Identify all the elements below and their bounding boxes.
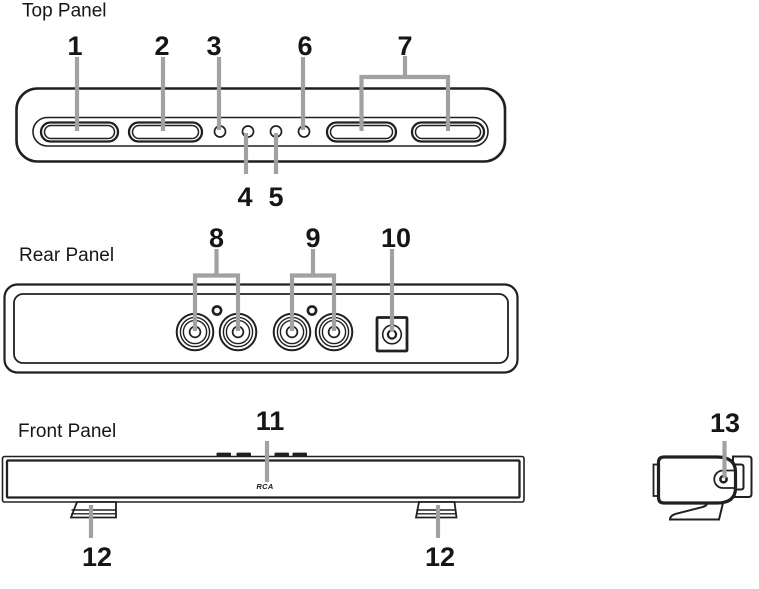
line-art — [1, 87, 753, 521]
front-top-button-edge-1 — [216, 452, 231, 457]
callout-12-left-label: 12 — [82, 542, 112, 572]
callout-7-leader — [359, 56, 451, 131]
front-top-button-edge-2 — [236, 452, 251, 457]
rear-panel-inner — [13, 293, 509, 364]
front-panel-figure — [1, 452, 525, 519]
section-label-top-panel: Top Panel — [22, 1, 107, 22]
section-label-rear-panel: Rear Panel — [19, 245, 114, 266]
callout-8-label: 8 — [209, 223, 224, 253]
callout-7-label: 7 — [397, 31, 412, 61]
callout-5-label: 5 — [268, 182, 283, 212]
button-2-inner — [131, 124, 200, 140]
button-1-inner — [43, 124, 116, 140]
keyhole-recess — [713, 469, 736, 489]
top-panel-figure — [15, 87, 507, 163]
callout-2-label: 2 — [154, 31, 169, 61]
side-body-outline — [656, 455, 738, 505]
callout-10-label: 10 — [381, 223, 411, 253]
callout-9-label: 9 — [305, 223, 320, 253]
diagram-text: Top Panel Rear Panel Front Panel 1 2 3 6… — [18, 1, 740, 573]
callout-3-label: 3 — [206, 31, 221, 61]
led-indicator-right — [306, 305, 318, 316]
led-indicator-left — [211, 305, 223, 316]
callout-4-label: 4 — [237, 182, 252, 212]
callout-8-leader — [192, 249, 241, 331]
front-top-button-edge-3 — [274, 452, 289, 457]
button-1 — [39, 121, 120, 143]
callout-9-leader — [289, 249, 337, 331]
side-view-figure — [652, 455, 753, 521]
callout-1-label: 1 — [67, 31, 82, 61]
front-top-button-edge-4 — [292, 452, 307, 457]
section-label-front-panel: Front Panel — [18, 421, 116, 442]
button-2 — [127, 121, 204, 143]
left-foot — [69, 501, 117, 519]
callout-11-label: 11 — [256, 406, 285, 436]
callout-12-right-label: 12 — [425, 542, 455, 572]
side-stand-foot — [668, 502, 725, 521]
front-panel-inner — [5, 459, 521, 499]
callout-leaders — [74, 56, 727, 538]
rca-logo: RCA — [256, 482, 273, 491]
callout-6-label: 6 — [297, 31, 312, 61]
rear-panel-figure — [3, 283, 519, 374]
callout-13-label: 13 — [710, 408, 740, 438]
